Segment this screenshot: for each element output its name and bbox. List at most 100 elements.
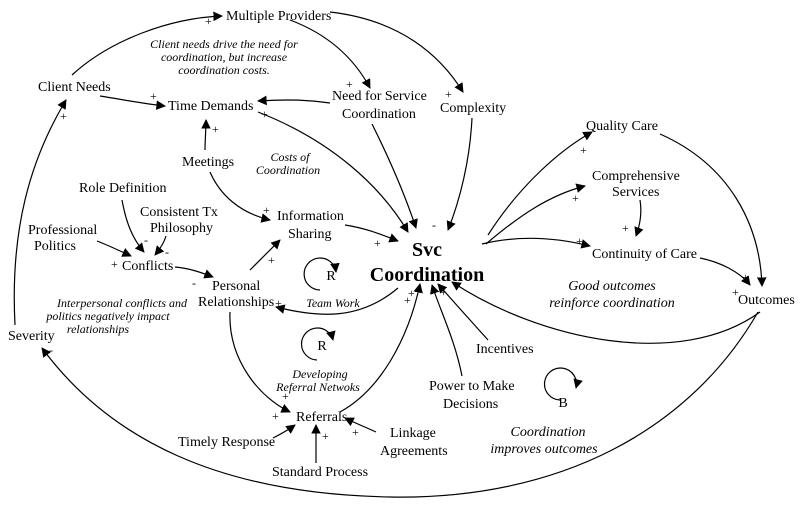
polarity-sign: + bbox=[282, 389, 289, 403]
node-comprehensive-services-2[interactable]: Services bbox=[612, 185, 659, 200]
node-incentives[interactable]: Incentives bbox=[476, 342, 534, 357]
link-timely-response-to-referrals bbox=[272, 424, 296, 439]
polarity-sign: - bbox=[432, 218, 436, 232]
node-conflicts[interactable]: Conflicts bbox=[122, 259, 173, 274]
nodes: Multiple Providers Client Needs Time Dem… bbox=[8, 9, 795, 480]
link-quality-care-to-outcomes bbox=[659, 133, 767, 287]
node-professional-politics-2[interactable]: Politics bbox=[34, 239, 76, 254]
polarity-signs: + + + + + + + - + + + + + + + + + - - + … bbox=[49, 14, 749, 443]
node-svc-coordination-1[interactable]: Svc bbox=[412, 239, 442, 261]
node-information-sharing-1[interactable]: Information bbox=[277, 209, 344, 224]
node-need-for-service-2[interactable]: Coordination bbox=[342, 107, 416, 122]
node-role-definition[interactable]: Role Definition bbox=[79, 181, 167, 196]
link-client-needs-to-multiple-providers bbox=[71, 11, 223, 76]
link-incentives-to-svc-coordination bbox=[437, 283, 489, 341]
node-svc-coordination-2[interactable]: Coordination bbox=[370, 264, 484, 286]
node-timely-response[interactable]: Timely Response bbox=[178, 435, 275, 450]
annotation-good-outcomes-2: reinforce coordination bbox=[549, 296, 675, 311]
link-multiple-providers-to-complexity bbox=[329, 11, 464, 93]
polarity-sign: + bbox=[440, 285, 447, 299]
node-client-needs[interactable]: Client Needs bbox=[38, 80, 111, 95]
polarity-sign: - bbox=[192, 276, 196, 290]
node-linkage-agreements-1[interactable]: Linkage bbox=[390, 426, 436, 441]
link-power-to-decisions-to-svc-coordination bbox=[430, 284, 463, 377]
node-multiple-providers[interactable]: Multiple Providers bbox=[226, 9, 331, 24]
polarity-sign: + bbox=[150, 89, 157, 103]
loop-label-team-work: R bbox=[326, 269, 336, 284]
links bbox=[13, 11, 767, 498]
loop-name-referral-networks-2: Referral Netwoks bbox=[275, 380, 360, 394]
loop-name-team-work: Team Work bbox=[306, 296, 360, 310]
link-comprehensive-services-to-continuity-of-care bbox=[634, 199, 644, 237]
node-need-for-service-1[interactable]: Need for Service bbox=[332, 89, 427, 104]
loop-label-referral-networks: R bbox=[317, 339, 327, 354]
link-need-for-service-to-time-demands bbox=[257, 95, 331, 106]
loop-name-referral-networks-1: Developing bbox=[291, 367, 347, 381]
node-referrals[interactable]: Referrals bbox=[296, 410, 347, 425]
node-personal-relationships-2[interactable]: Relationships bbox=[198, 295, 274, 310]
link-consistent-philosophy-to-conflicts bbox=[154, 235, 167, 256]
node-information-sharing-2[interactable]: Sharing bbox=[288, 227, 332, 242]
annotation-coordination-outcomes-2: improves outcomes bbox=[490, 442, 598, 457]
node-linkage-agreements-2[interactable]: Agreements bbox=[380, 444, 448, 459]
polarity-sign: + bbox=[268, 253, 275, 267]
annotation-client-needs-2: coordination, but increase bbox=[161, 50, 288, 64]
loop-ring-outcomes bbox=[543, 367, 583, 401]
polarity-sign: + bbox=[404, 293, 411, 307]
polarity-sign: + bbox=[580, 143, 587, 157]
link-meetings-to-time-demands bbox=[201, 119, 211, 151]
polarity-sign: + bbox=[572, 191, 579, 205]
polarity-sign: + bbox=[352, 425, 359, 439]
link-information-sharing-to-svc-coordination bbox=[344, 224, 399, 243]
node-outcomes[interactable]: Outcomes bbox=[738, 293, 795, 308]
polarity-sign: + bbox=[263, 203, 270, 217]
link-referrals-to-svc-coordination bbox=[339, 283, 423, 413]
polarity-sign: + bbox=[622, 221, 629, 235]
link-role-definition-to-conflicts bbox=[121, 199, 145, 253]
link-complexity-to-svc-coordination bbox=[446, 117, 473, 231]
annotation-costs-of-coordination-1: Costs of bbox=[270, 150, 311, 164]
node-meetings[interactable]: Meetings bbox=[182, 155, 234, 170]
loop-label-outcomes: B bbox=[558, 396, 567, 411]
link-continuity-of-care-to-outcomes bbox=[699, 257, 751, 286]
polarity-sign: + bbox=[576, 234, 583, 248]
node-power-to-make-decisions-1[interactable]: Power to Make bbox=[429, 379, 515, 394]
annotation-coordination-outcomes-1: Coordination bbox=[511, 425, 586, 440]
node-consistent-philosophy-2[interactable]: Philosophy bbox=[150, 221, 213, 236]
polarity-sign: + bbox=[374, 236, 381, 250]
link-need-for-service-to-svc-coordination bbox=[371, 123, 418, 229]
node-complexity[interactable]: Complexity bbox=[440, 101, 506, 116]
polarity-sign: - bbox=[144, 233, 148, 247]
polarity-sign: + bbox=[346, 77, 353, 91]
polarity-sign: + bbox=[111, 257, 118, 271]
link-outcomes-to-severity bbox=[41, 311, 759, 498]
link-linkage-agreements-to-referrals bbox=[344, 417, 377, 433]
node-standard-process[interactable]: Standard Process bbox=[272, 465, 368, 480]
link-multiple-providers-to-need-for-service bbox=[289, 19, 371, 89]
node-personal-relationships-1[interactable]: Personal bbox=[212, 279, 260, 294]
link-svc-coordination-to-comprehensive-services bbox=[485, 183, 586, 245]
polarity-sign: + bbox=[408, 286, 415, 300]
node-power-to-make-decisions-2[interactable]: Decisions bbox=[443, 397, 498, 412]
annotation-client-needs-3: coordination costs. bbox=[178, 63, 270, 77]
annotations: Client needs drive the need for coordina… bbox=[45, 37, 674, 457]
node-consistent-philosophy-1[interactable]: Consistent Tx bbox=[140, 205, 218, 220]
node-continuity-of-care[interactable]: Continuity of Care bbox=[592, 247, 697, 262]
annotation-client-needs-1: Client needs drive the need for bbox=[150, 37, 298, 51]
link-outcomes-to-svc-coordination bbox=[451, 281, 761, 344]
link-personal-relationships-to-information-sharing bbox=[249, 239, 281, 271]
node-severity[interactable]: Severity bbox=[8, 329, 55, 344]
node-time-demands[interactable]: Time Demands bbox=[168, 99, 253, 114]
link-svc-coordination-to-continuity-of-care bbox=[481, 237, 591, 249]
polarity-sign: - bbox=[165, 245, 169, 259]
polarity-sign: + bbox=[212, 122, 219, 136]
polarity-sign: + bbox=[60, 109, 67, 123]
polarity-sign: - bbox=[49, 343, 53, 357]
node-comprehensive-services-1[interactable]: Comprehensive bbox=[592, 169, 680, 184]
node-professional-politics-1[interactable]: Professional bbox=[28, 223, 97, 238]
link-personal-relationships-to-referrals bbox=[229, 311, 291, 413]
node-quality-care[interactable]: Quality Care bbox=[586, 119, 658, 134]
polarity-sign: + bbox=[275, 296, 282, 310]
link-conflicts-to-personal-relationships bbox=[174, 266, 214, 279]
